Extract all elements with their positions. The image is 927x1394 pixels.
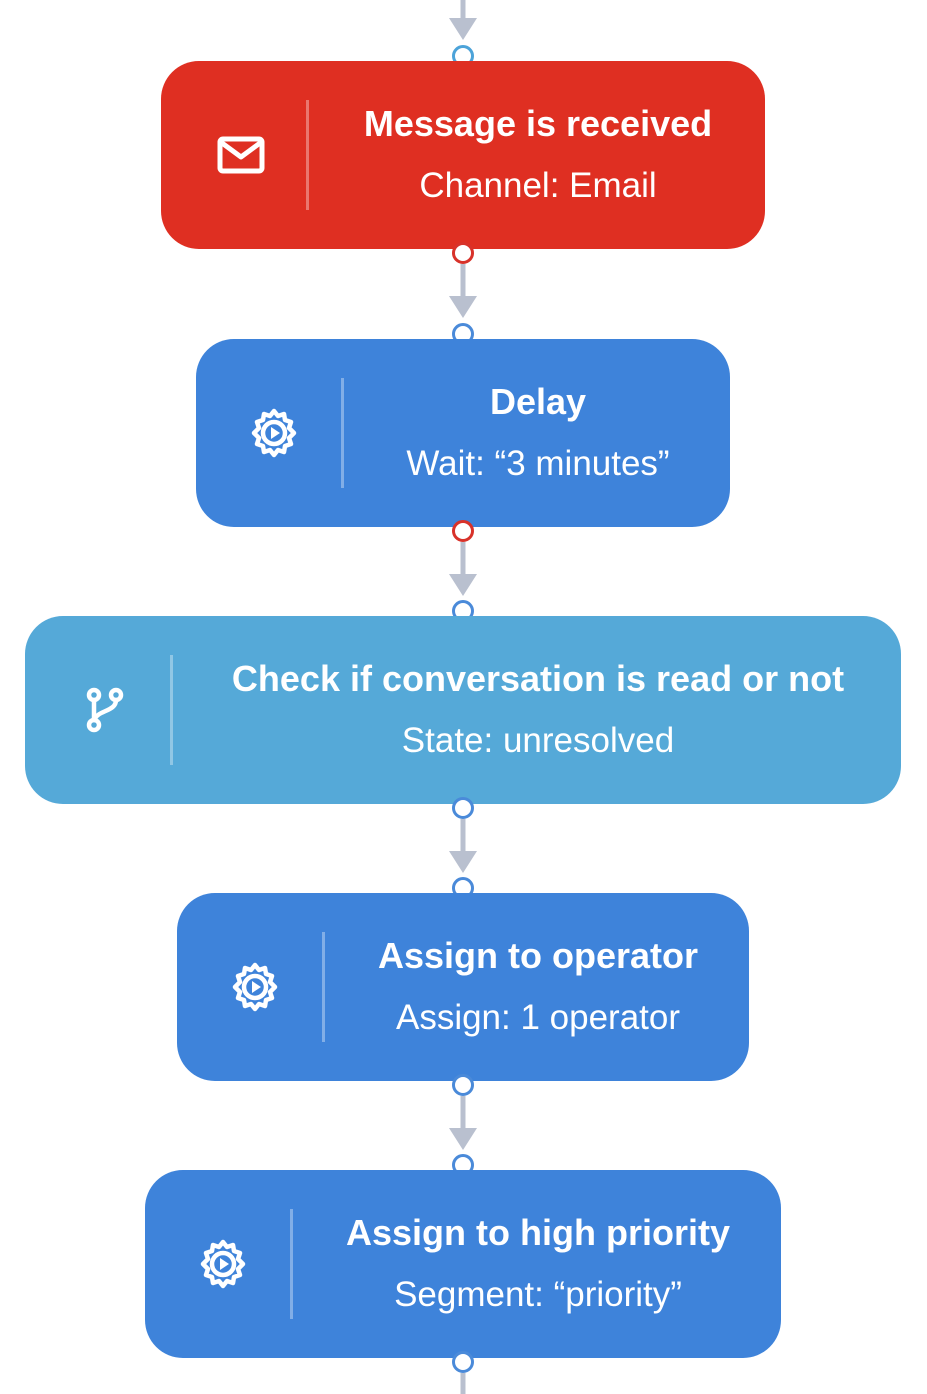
node-divider <box>170 655 173 765</box>
connector-arrow <box>449 1128 477 1150</box>
connector-line <box>460 264 466 300</box>
node-text: Message is received Channel: Email <box>311 61 765 249</box>
gear-icon-wrap <box>215 893 295 1081</box>
output-port[interactable] <box>452 797 474 819</box>
node-title: Assign to operator <box>377 935 699 976</box>
node-subtitle: State: unresolved <box>401 721 675 760</box>
gear-icon-wrap <box>234 339 314 527</box>
node-divider <box>341 378 344 488</box>
node-assign-priority[interactable]: Assign to high priority Segment: “priori… <box>145 1170 781 1358</box>
envelope-icon-wrap <box>201 61 281 249</box>
branch-icon <box>86 687 124 733</box>
connector-line <box>460 1373 466 1394</box>
output-port[interactable] <box>452 1074 474 1096</box>
envelope-icon <box>217 136 265 174</box>
node-divider <box>306 100 309 210</box>
node-text: Delay Wait: “3 minutes” <box>346 339 730 527</box>
connector-arrow <box>449 574 477 596</box>
node-divider <box>322 932 325 1042</box>
connector-line <box>460 0 466 20</box>
output-port[interactable] <box>452 1351 474 1373</box>
node-text: Assign to operator Assign: 1 operator <box>327 893 749 1081</box>
connector-line <box>460 819 466 855</box>
output-port[interactable] <box>452 520 474 542</box>
gear-play-icon <box>200 1239 246 1289</box>
connector-arrow <box>449 296 477 318</box>
node-title: Assign to high priority <box>346 1212 730 1253</box>
node-subtitle: Assign: 1 operator <box>395 998 681 1037</box>
node-text: Assign to high priority Segment: “priori… <box>295 1170 781 1358</box>
connector-arrow <box>449 18 477 40</box>
node-delay[interactable]: Delay Wait: “3 minutes” <box>196 339 730 527</box>
node-divider <box>290 1209 293 1319</box>
branch-icon-wrap <box>65 616 145 804</box>
connector-arrow <box>449 851 477 873</box>
gear-play-icon <box>232 962 278 1012</box>
connector-line <box>460 1096 466 1132</box>
node-title: Check if conversation is read or not <box>231 658 845 699</box>
connector-line <box>460 542 466 578</box>
node-message-received[interactable]: Message is received Channel: Email <box>161 61 765 249</box>
node-subtitle: Segment: “priority” <box>394 1275 682 1314</box>
node-text: Check if conversation is read or not Sta… <box>175 616 901 804</box>
gear-play-icon <box>251 408 297 458</box>
node-subtitle: Channel: Email <box>419 166 657 205</box>
gear-icon-wrap <box>183 1170 263 1358</box>
node-subtitle: Wait: “3 minutes” <box>406 444 670 483</box>
output-port[interactable] <box>452 242 474 264</box>
node-assign-operator[interactable]: Assign to operator Assign: 1 operator <box>177 893 749 1081</box>
node-title: Delay <box>489 381 587 422</box>
node-check-read[interactable]: Check if conversation is read or not Sta… <box>25 616 901 804</box>
node-title: Message is received <box>363 103 713 144</box>
